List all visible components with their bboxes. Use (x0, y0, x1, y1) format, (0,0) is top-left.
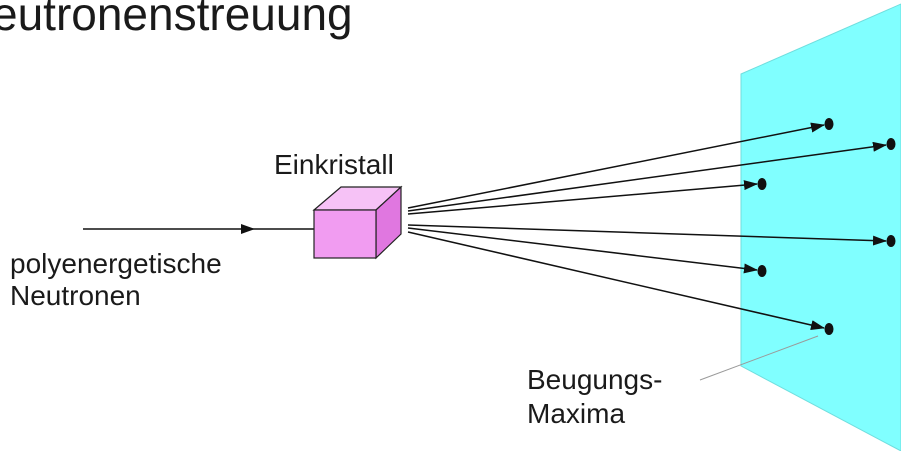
crystal-label: Einkristall (274, 149, 394, 180)
diffraction-spot (757, 265, 767, 277)
diffracted-beam (407, 224, 887, 246)
diffraction-spot (886, 138, 896, 150)
neutron-label-line-1: polyenergetische (10, 248, 222, 279)
diffracted-beam (407, 227, 758, 274)
diffracted-beam (407, 231, 825, 330)
diffracted-beam (407, 122, 825, 209)
diffracted-beam (407, 141, 887, 212)
page-title: eutronenstreuung (0, 0, 353, 40)
diffracted-beams (407, 122, 887, 330)
diffraction-spot (824, 323, 834, 335)
maxima-pointer-line (699, 335, 819, 381)
diffraction-spots (757, 118, 896, 335)
neutron-label-line-2: Neutronen (10, 280, 141, 311)
diffraction-spot (886, 235, 896, 247)
maxima-label-line-2: Maxima (527, 398, 626, 429)
crystal-cube (312, 185, 403, 260)
maxima-label-line-1: Beugungs- (527, 364, 663, 395)
crystal-front-face (313, 209, 377, 259)
diffracted-beam (407, 180, 758, 215)
diffraction-spot (824, 118, 834, 130)
detector-screen (740, 3, 901, 451)
diffraction-spot (757, 178, 767, 190)
